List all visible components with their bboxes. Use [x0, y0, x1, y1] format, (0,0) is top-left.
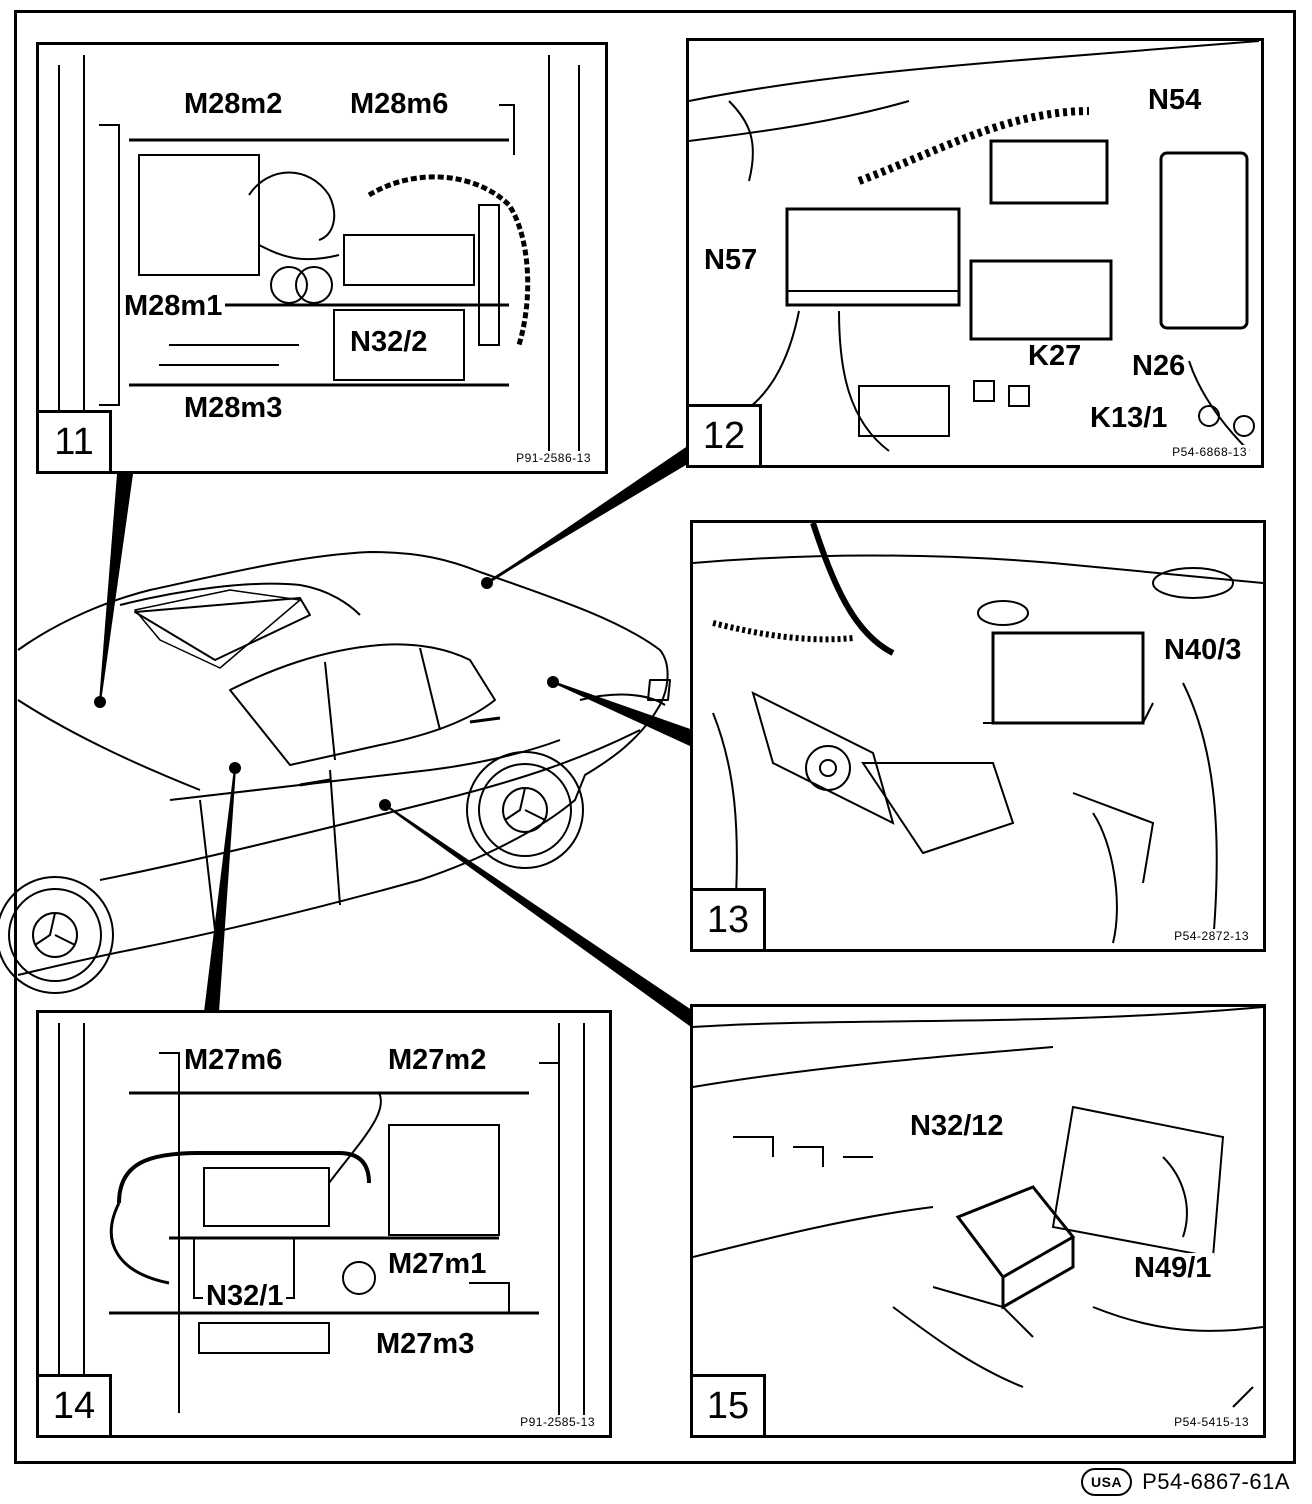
drawing-reference: P91-2586-13	[514, 451, 593, 465]
figure-number: P54-6867-61A	[1142, 1469, 1290, 1494]
figure-frame	[14, 10, 1296, 1464]
panel-14: M27m6 M27m2 M27m1 N32/1 M27m3 14 P91-258…	[36, 1010, 612, 1438]
relay-module-drawing	[689, 41, 1260, 452]
panel-15: N32/12 N49/1 15 P54-5415-13	[690, 1004, 1266, 1438]
panel-11: M28m2 M28m6 M28m1 N32/2 M28m3 11 P91-258…	[36, 42, 608, 474]
drawing-reference: P91-2585-13	[518, 1415, 597, 1429]
panel-number: 11	[39, 410, 112, 471]
seat-adjustment-drawing	[58, 55, 580, 460]
callout-m28m6: M28m6	[347, 89, 452, 119]
callout-k13-1: K13/1	[1087, 403, 1171, 433]
callout-m27m2: M27m2	[385, 1045, 490, 1075]
control-unit-drawing	[693, 523, 1263, 944]
callout-m28m2: M28m2	[181, 89, 286, 119]
callout-m27m1: M27m1	[385, 1249, 490, 1279]
panel-number: 12	[689, 404, 762, 465]
usa-badge: USA	[1081, 1468, 1133, 1496]
callout-m28m1: M28m1	[121, 291, 226, 321]
callout-n57: N57	[701, 245, 761, 275]
seat-adjustment-drawing	[58, 1023, 585, 1428]
panel-number: 15	[693, 1374, 766, 1435]
callout-m27m6: M27m6	[181, 1045, 286, 1075]
panel-12: N54 N57 K27 N26 K13/1 12 P54-6868-13	[686, 38, 1264, 468]
figure-reference: USA P54-6867-61A	[1081, 1468, 1290, 1496]
callout-n40-3: N40/3	[1161, 635, 1245, 665]
callout-m27m3: M27m3	[373, 1329, 478, 1359]
module-location-drawing	[693, 1007, 1263, 1408]
drawing-reference: P54-2872-13	[1172, 929, 1251, 943]
callout-m28m3: M28m3	[181, 393, 286, 423]
callout-n49-1: N49/1	[1131, 1253, 1215, 1283]
callout-n32-12: N32/12	[907, 1111, 1007, 1141]
callout-n26: N26	[1129, 351, 1189, 381]
panel-13: N40/3 13 P54-2872-13	[690, 520, 1266, 952]
callout-n32-1: N32/1	[203, 1281, 287, 1311]
drawing-reference: P54-6868-13	[1170, 445, 1249, 459]
drawing-reference: P54-5415-13	[1172, 1415, 1251, 1429]
callout-n32-2: N32/2	[347, 327, 431, 357]
callout-n54: N54	[1145, 85, 1205, 115]
callout-k27: K27	[1025, 341, 1085, 371]
panel-number: 14	[39, 1374, 112, 1435]
panel-number: 13	[693, 888, 766, 949]
